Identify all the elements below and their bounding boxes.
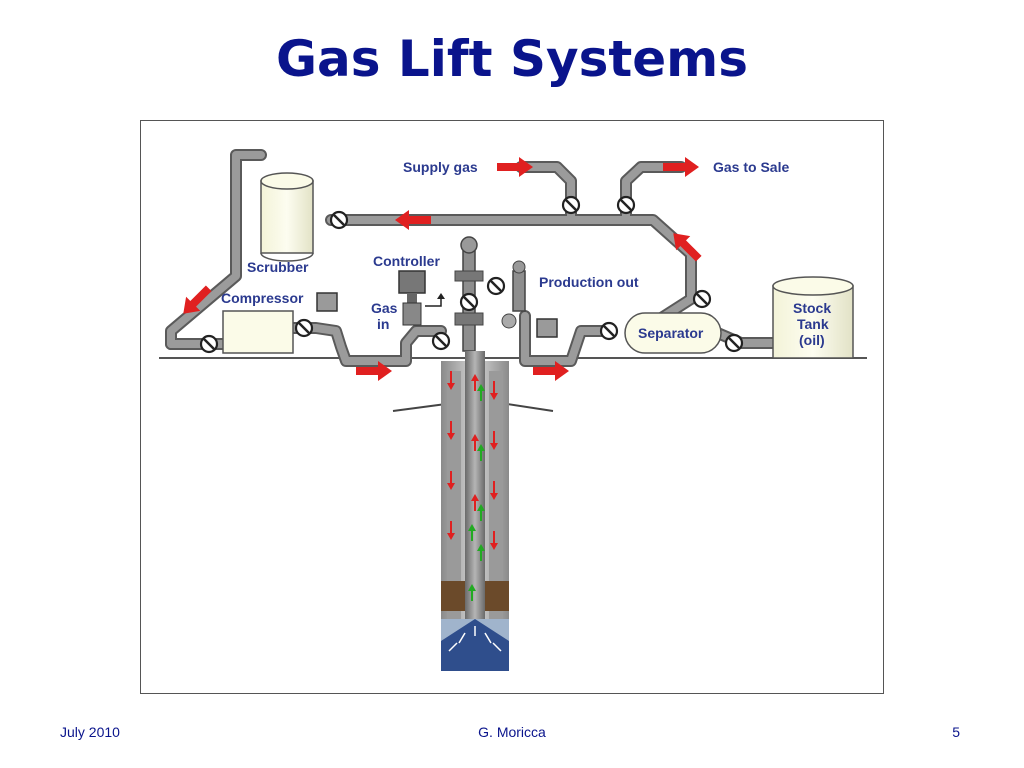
surface-flange-left [392, 403, 447, 412]
label-production-out: Production out [539, 274, 639, 290]
label-gas: Gas [371, 300, 398, 316]
diagram-canvas: Supply gas Gas to Sale Scrubber Controll… [159, 149, 867, 671]
stock-tank [772, 276, 854, 359]
wellbore [441, 351, 509, 671]
footer-page-number: 5 [952, 724, 960, 740]
label-scrubber: Scrubber [247, 259, 309, 275]
controller-unit [398, 270, 445, 326]
label-supply-gas: Supply gas [403, 159, 478, 175]
separator-vessel [624, 312, 722, 354]
diagram-labels: Supply gas Gas to Sale Scrubber Controll… [221, 159, 831, 348]
label-stock: Stock [793, 300, 831, 316]
label-controller: Controller [373, 253, 440, 269]
gas-lift-diagram: Supply gas Gas to Sale Scrubber Controll… [140, 120, 884, 694]
footer-author: G. Moricca [478, 724, 546, 740]
compressor-box [222, 310, 294, 354]
scrubber-tank [260, 172, 314, 262]
well-flow-arrows [447, 371, 498, 601]
label-tank: Tank [797, 316, 829, 332]
footer-date: July 2010 [60, 724, 120, 740]
label-in: in [377, 316, 389, 332]
label-separator: Separator [638, 325, 704, 341]
slide-title: Gas Lift Systems [275, 30, 749, 88]
label-oil: (oil) [799, 332, 825, 348]
surface-flange-right [506, 403, 554, 412]
label-gas-to-sale: Gas to Sale [713, 159, 789, 175]
label-compressor: Compressor [221, 290, 304, 306]
